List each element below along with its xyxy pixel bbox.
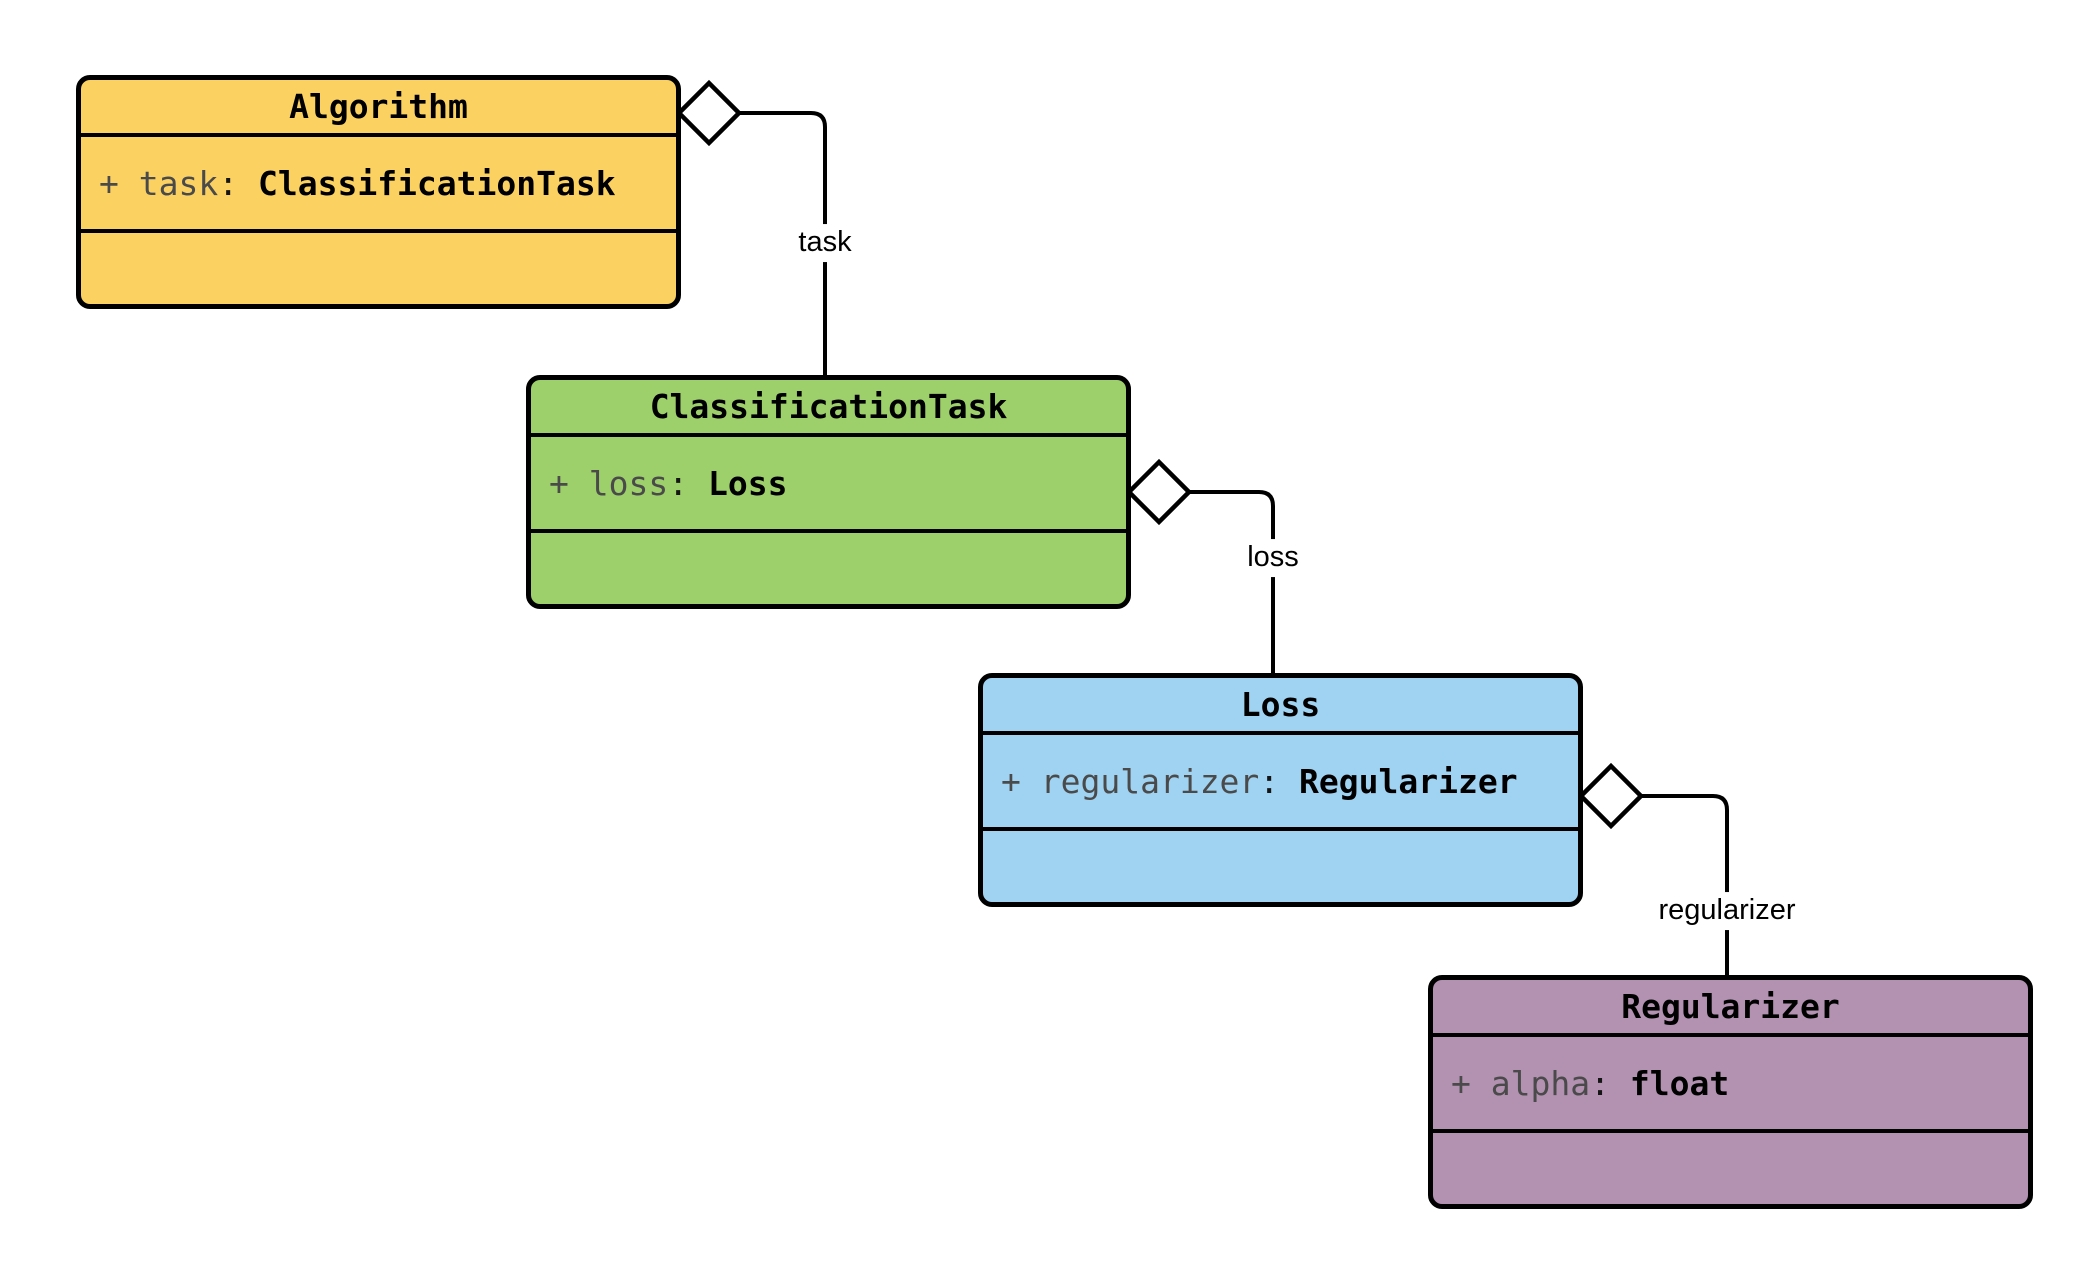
class-attributes-compartment: + loss: Loss xyxy=(531,437,1126,533)
class-attributes-compartment: + regularizer: Regularizer xyxy=(983,735,1578,831)
attribute-name: + task xyxy=(99,163,219,203)
class-title: Loss xyxy=(983,678,1578,735)
attribute-name: + loss xyxy=(549,463,669,503)
class-attributes-compartment: + alpha: float xyxy=(1433,1037,2028,1133)
class-title: Algorithm xyxy=(81,80,676,137)
relationship-label-task: task xyxy=(790,224,860,262)
attribute-type: float xyxy=(1629,1063,1730,1103)
attribute-row: + alpha: float xyxy=(1451,1063,1730,1103)
class-title: ClassificationTask xyxy=(531,380,1126,437)
attribute-type: Regularizer xyxy=(1299,761,1518,801)
class-box-classification-task: ClassificationTask + loss: Loss xyxy=(526,375,1131,609)
attribute-row: + task: ClassificationTask xyxy=(99,163,616,203)
class-methods-compartment-empty xyxy=(531,533,1126,599)
aggregation-diamond-icon xyxy=(1577,762,1645,830)
attribute-type: ClassificationTask xyxy=(257,163,616,203)
aggregation-diamond-icon xyxy=(1125,458,1193,526)
relationship-line-loss xyxy=(1189,490,1275,674)
class-box-regularizer: Regularizer + alpha: float xyxy=(1428,975,2033,1209)
aggregation-diamond-icon xyxy=(675,79,743,147)
class-box-loss: Loss + regularizer: Regularizer xyxy=(978,673,1583,907)
class-box-algorithm: Algorithm + task: ClassificationTask xyxy=(76,75,681,309)
class-methods-compartment-empty xyxy=(81,233,676,299)
class-methods-compartment-empty xyxy=(1433,1133,2028,1199)
attribute-row: + loss: Loss xyxy=(549,463,788,503)
class-methods-compartment-empty xyxy=(983,831,1578,897)
class-attributes-compartment: + task: ClassificationTask xyxy=(81,137,676,233)
attribute-name: + alpha xyxy=(1451,1063,1591,1103)
relationship-line-regularizer xyxy=(1641,794,1729,976)
relationship-label-regularizer: regularizer xyxy=(1650,892,1804,930)
attribute-name: + regularizer xyxy=(1001,761,1260,801)
attribute-row: + regularizer: Regularizer xyxy=(1001,761,1518,801)
attribute-type: Loss xyxy=(707,463,788,503)
class-title: Regularizer xyxy=(1433,980,2028,1037)
relationship-label-loss: loss xyxy=(1239,539,1307,577)
